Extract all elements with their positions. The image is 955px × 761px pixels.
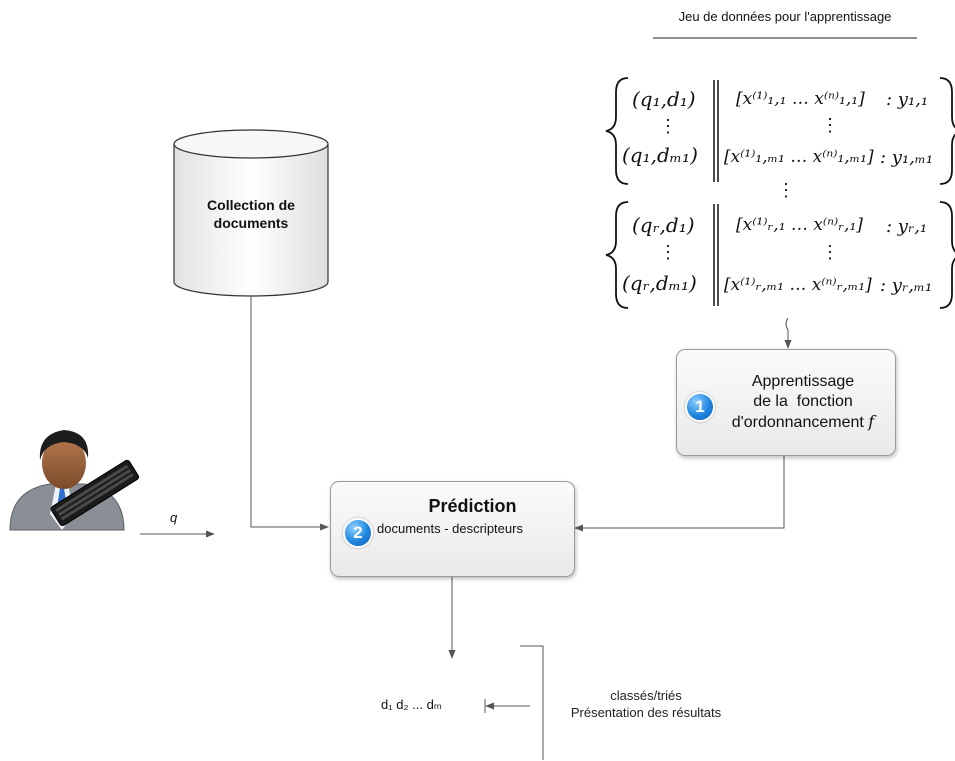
prediction-subtitle: documents - descripteurs <box>377 521 523 536</box>
results-bracket <box>520 645 544 760</box>
vector-vdots: ⋮ <box>821 242 839 263</box>
results-caption: classés/triés Présentation des résultats <box>546 687 746 721</box>
vector-bottom: [x⁽¹⁾₁,ₘ₁ … x⁽ⁿ⁾₁,ₘ₁] <box>724 147 874 167</box>
learning-function-var: f <box>868 412 875 431</box>
vector-vdots: ⋮ <box>821 115 839 136</box>
label-top: : y₁,₁ <box>886 89 928 110</box>
pair-vdots: ⋮ <box>659 242 677 263</box>
prediction-title: Prédiction <box>428 496 517 516</box>
results-caption-line-1: classés/triés <box>610 688 682 703</box>
right-brace <box>939 77 955 185</box>
results-caption-line-2: Présentation des résultats <box>570 705 722 720</box>
learning-line-1: Apprentissage <box>751 373 855 390</box>
vector-top: [x⁽¹⁾ᵣ,₁ … x⁽ⁿ⁾ᵣ,₁] <box>736 215 863 235</box>
left-brace <box>605 201 629 309</box>
step-2-badge: 2 <box>343 518 373 548</box>
label-bottom: : y₁,ₘ₁ <box>880 147 933 168</box>
pair-top: (qᵣ,d₁) <box>632 213 695 237</box>
learning-line-3: d'ordonnancement f <box>717 412 889 433</box>
collection-to-prediction-arrow <box>250 296 329 531</box>
collection-label: Collection de documents <box>207 197 295 231</box>
document-collection-cylinder <box>173 129 329 297</box>
vector-bottom: [x⁽¹⁾ᵣ,ₘ₁ … x⁽ⁿ⁾ᵣ,ₘ₁] <box>724 275 872 295</box>
learning-line-3-text: d'ordonnancement <box>731 414 864 431</box>
label-bottom: : yᵣ,ₘ₁ <box>880 275 932 296</box>
ranked-documents: d₁ d₂ ... dₘ <box>381 697 442 712</box>
dataset-group-2: (qᵣ,d₁) ⋮ (qᵣ,dₘ₁) [x⁽¹⁾ᵣ,₁ … x⁽ⁿ⁾ᵣ,₁] ⋮… <box>605 201 955 309</box>
pair-vdots: ⋮ <box>659 116 677 137</box>
dataset-group-1: (q₁,d₁) ⋮ (q₁,dₘ₁) [x⁽¹⁾₁,₁ … x⁽ⁿ⁾₁,₁] ⋮… <box>605 77 955 185</box>
vector-top: [x⁽¹⁾₁,₁ … x⁽ⁿ⁾₁,₁] <box>736 89 865 109</box>
pair-bottom: (q₁,dₘ₁) <box>622 143 698 167</box>
step-1-badge: 1 <box>685 392 715 422</box>
learning-box: 1 Apprentissage de la fonction d'ordonna… <box>676 349 896 456</box>
user-avatar <box>9 430 140 531</box>
pair-top: (q₁,d₁) <box>632 87 696 111</box>
dataset-title: Jeu de données pour l'apprentissage <box>678 9 892 24</box>
prediction-box: Prédiction 2 documents - descripteurs <box>330 481 575 577</box>
left-brace <box>605 77 629 185</box>
groups-vdots: ⋮ <box>777 180 795 201</box>
label-top: : yᵣ,₁ <box>886 216 927 237</box>
right-brace <box>939 201 955 309</box>
learning-text: Apprentissage de la fonction d'ordonnanc… <box>717 372 889 433</box>
dataset-to-learning-arrow <box>784 317 792 349</box>
query-label: q <box>170 510 178 525</box>
pair-bottom: (qᵣ,dₘ₁) <box>622 271 697 295</box>
learning-to-prediction-arrow <box>574 456 785 532</box>
learning-line-2: de la fonction <box>753 393 853 410</box>
